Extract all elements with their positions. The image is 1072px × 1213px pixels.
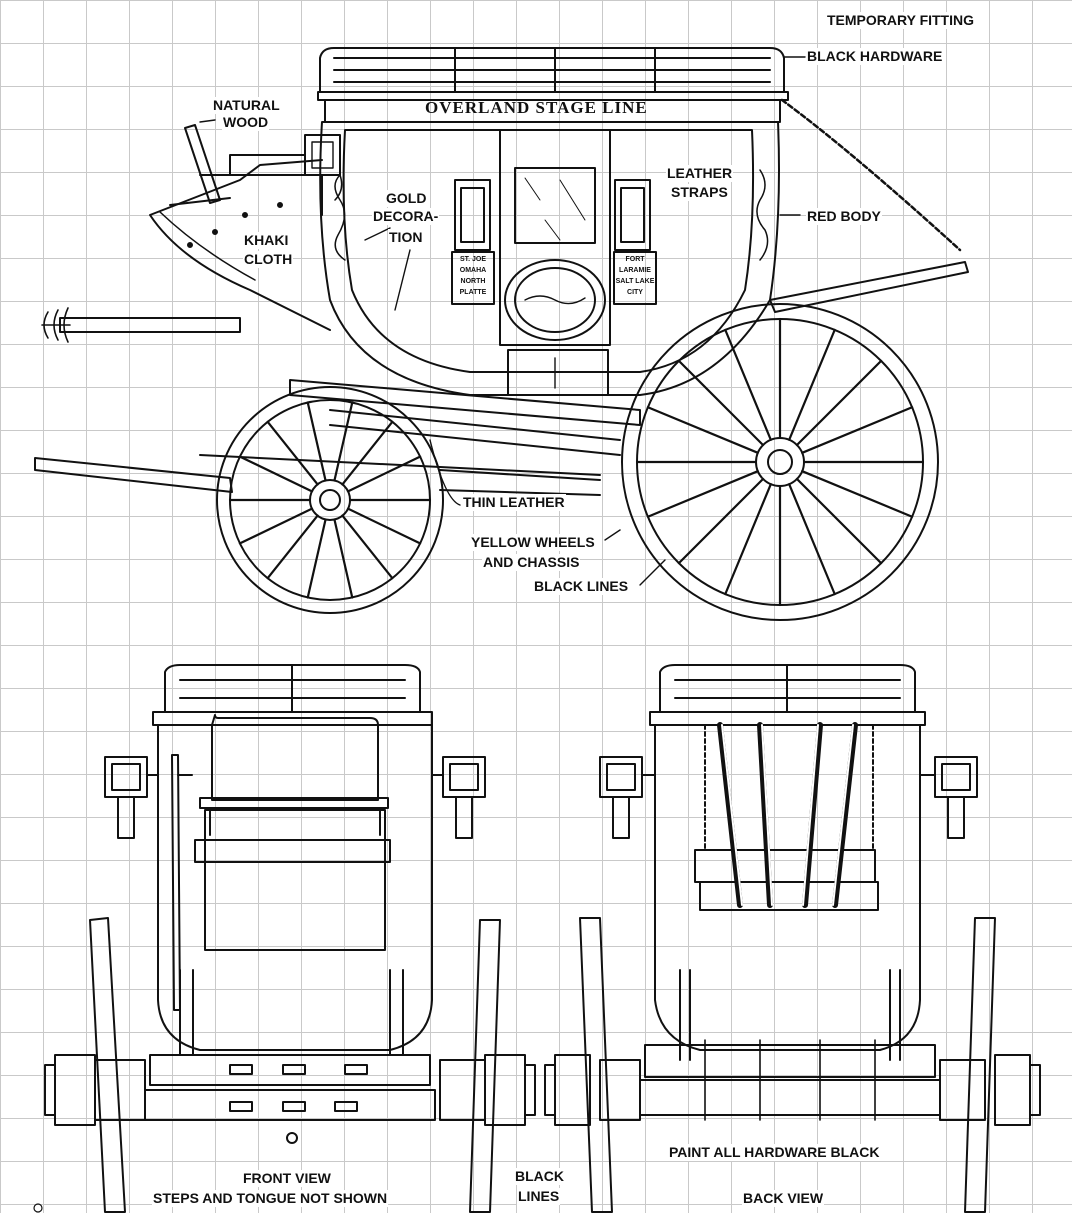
label-paint-hardware: PAINT ALL HARDWARE BLACK <box>668 1144 881 1161</box>
front-view <box>44 664 536 1213</box>
panel-right-names: FORT LARAMIE SALT LAKE CITY <box>615 254 655 298</box>
wheel-spoke <box>238 507 314 545</box>
wheel-spoke <box>346 507 422 545</box>
coach-sign: OVERLAND STAGE LINE <box>425 98 648 117</box>
panel-left-line: OMAHA <box>459 267 487 274</box>
front-boot <box>149 159 331 331</box>
wheel-spoke <box>677 477 765 565</box>
label-khaki-cloth-1: KHAKI <box>243 232 290 249</box>
wheel-spoke <box>341 420 394 486</box>
label-natural-wood-2: WOOD <box>222 114 270 131</box>
side-view <box>34 47 969 621</box>
rear-wheel <box>621 303 939 621</box>
label-gold-decoration-3: TION <box>388 229 424 246</box>
corner-mark <box>33 1203 43 1213</box>
coach-body <box>319 121 780 396</box>
wheel-spoke <box>788 483 836 596</box>
label-front-view-2: STEPS AND TONGUE NOT SHOWN <box>152 1190 389 1207</box>
roof-rail <box>317 47 789 101</box>
label-front-view-1: FRONT VIEW <box>242 1170 332 1187</box>
panel-right-line: FORT <box>625 256 645 263</box>
wheel-spoke <box>341 514 394 580</box>
wheel-spoke <box>333 401 354 482</box>
label-thin-leather: THIN LEATHER <box>462 494 566 511</box>
wheel-spoke <box>801 470 914 518</box>
rear-chain <box>769 98 969 313</box>
wheel-spoke <box>646 470 759 518</box>
panel-right-line: SALT LAKE <box>615 278 655 285</box>
label-black-lines: BLACK LINES <box>533 578 630 595</box>
panel-left-line: ST. JOE <box>459 256 487 263</box>
label-black-lines-bottom-1: BLACK <box>514 1168 565 1185</box>
wheel-spoke <box>724 328 772 441</box>
panel-left-names: ST. JOE OMAHA NORTH PLATTE <box>453 254 493 298</box>
label-black-hardware: BLACK HARDWARE <box>806 48 944 65</box>
panel-left-line: PLATTE <box>459 289 487 296</box>
panel-right-line: LARAMIE <box>619 267 651 274</box>
label-khaki-cloth-2: CLOTH <box>243 251 294 268</box>
wheel-spoke <box>795 477 883 565</box>
wheel-spoke <box>266 420 319 486</box>
driver-seat-lamp <box>229 134 341 216</box>
leader-lines <box>199 56 806 586</box>
label-leather-straps-2: STRAPS <box>670 184 729 201</box>
tongue <box>34 307 241 493</box>
label-yellow-wheels-1: YELLOW WHEELS <box>470 534 596 551</box>
label-red-body: RED BODY <box>806 208 882 225</box>
wheel-spoke <box>724 483 772 596</box>
chassis <box>199 379 641 496</box>
wheel-spoke <box>795 359 883 447</box>
label-gold-decoration-1: GOLD <box>385 190 428 207</box>
label-natural-wood-1: NATURAL <box>212 97 281 114</box>
panel-right-line: CITY <box>627 289 643 296</box>
wheel-spoke <box>333 518 354 599</box>
label-leather-straps-1: LEATHER <box>666 165 734 182</box>
wheel-spoke <box>346 455 422 493</box>
wheel-spoke <box>266 514 319 580</box>
front-wheel <box>216 386 444 614</box>
wheel-spoke <box>306 401 327 482</box>
wheel-spoke <box>677 359 765 447</box>
wheel-spoke <box>646 406 759 454</box>
wheel-spoke <box>788 328 836 441</box>
wheel-spoke <box>801 406 914 454</box>
wheel-spoke <box>238 455 314 493</box>
label-yellow-wheels-2: AND CHASSIS <box>482 554 581 571</box>
label-gold-decoration-2: DECORA- <box>372 208 440 225</box>
label-back-view: BACK VIEW <box>742 1190 825 1207</box>
label-temporary-fitting: TEMPORARY FITTING <box>826 12 975 29</box>
panel-left-line: NORTH <box>460 278 486 285</box>
back-view <box>544 664 1041 1213</box>
wheel-spoke <box>306 518 327 599</box>
label-black-lines-bottom-2: LINES <box>517 1188 561 1205</box>
brake-lever <box>169 124 246 206</box>
